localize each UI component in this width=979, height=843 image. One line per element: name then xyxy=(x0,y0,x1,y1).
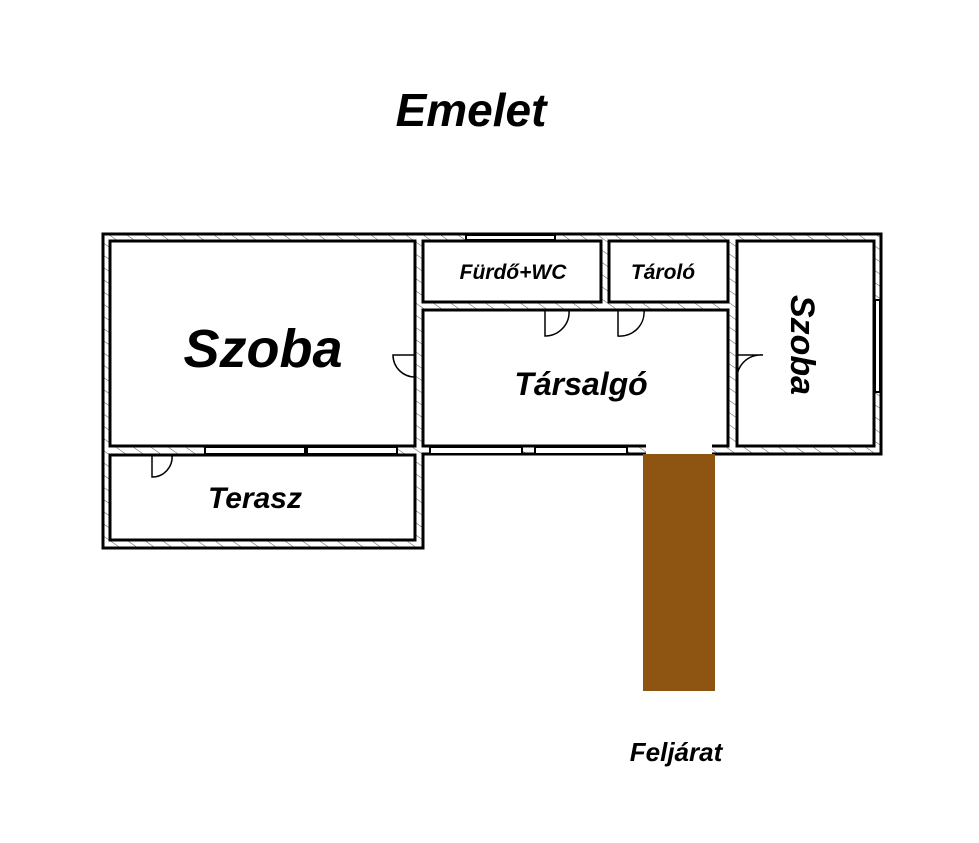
door-icon xyxy=(544,309,570,337)
door-icon xyxy=(736,354,764,383)
room-label-szoba-right: Szoba xyxy=(783,295,821,395)
room-szoba-left xyxy=(108,239,417,448)
room-label-furdo: Fürdő+WC xyxy=(460,261,568,284)
windows xyxy=(204,234,881,455)
room-label-szoba-left: Szoba xyxy=(183,319,342,379)
stair-opening xyxy=(646,444,712,456)
plan-title: Emelet xyxy=(396,84,549,136)
room-label-tarolo: Tároló xyxy=(631,261,695,284)
stairs[interactable] xyxy=(643,454,715,691)
room-furdo xyxy=(421,239,603,304)
door-icons xyxy=(151,309,764,478)
door-icon xyxy=(617,309,645,337)
door-icon xyxy=(392,354,416,378)
room-tarsalgo xyxy=(421,308,730,448)
room-label-terasz: Terasz xyxy=(208,482,302,515)
room-label-tarsalgo: Társalgó xyxy=(514,366,647,402)
door-icon xyxy=(151,454,173,478)
room-tarolo xyxy=(607,239,730,304)
room-szoba-right xyxy=(735,239,876,448)
stairs-label: Feljárat xyxy=(630,737,724,767)
room-terasz xyxy=(108,453,417,542)
